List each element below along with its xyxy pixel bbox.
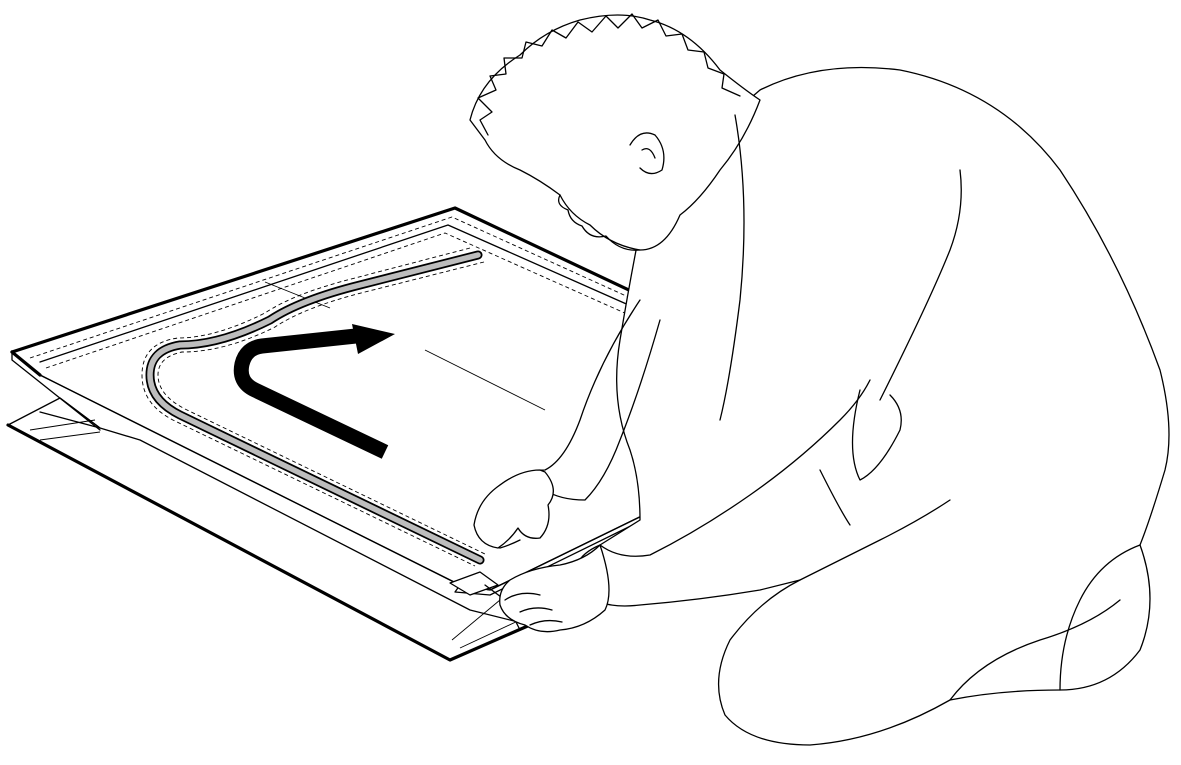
cover-top-face	[12, 208, 695, 590]
